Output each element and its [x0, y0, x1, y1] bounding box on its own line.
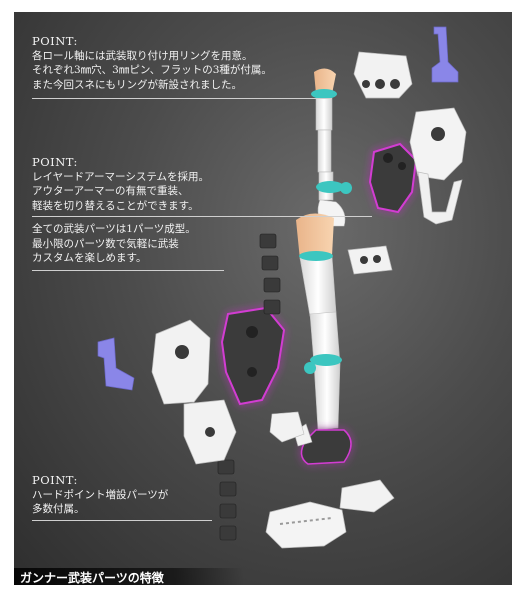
- white-leg-armor-right: [347, 107, 467, 275]
- callout-line: ハードポイント増設パーツが: [32, 488, 169, 501]
- white-armor-top: [353, 26, 459, 99]
- leader-line: [32, 216, 372, 217]
- callout-line: また今回スネにもリングが新設されました。: [32, 78, 242, 91]
- callout-line: レイヤードアーマーシステムを採用。: [32, 170, 210, 183]
- callout-line: 各ロール軸には武装取り付け用リングを用意。: [32, 49, 253, 62]
- caption-background: [14, 568, 244, 585]
- leader-line: [32, 270, 224, 271]
- upper-arm: [311, 68, 352, 227]
- caption-bar: ガンナー武装パーツの特徴: [14, 568, 512, 585]
- white-track-parts: [265, 479, 395, 549]
- leader-line: [32, 98, 332, 99]
- highlighted-shoulder-armor: [368, 142, 418, 214]
- product-illustration: [97, 26, 467, 549]
- callout-hardpoints: POINT: ハードポイント増設パーツが 多数付属。: [32, 473, 168, 517]
- callout-layered-armor: POINT: レイヤードアーマーシステムを採用。 アウターアーマーの有無で重装、…: [32, 155, 209, 213]
- caption-text: ガンナー武装パーツの特徴: [20, 571, 164, 585]
- callout-line: 最小限のパーツ数で気軽に武装: [32, 237, 179, 250]
- callout-line: アウターアーマーの有無で重装、: [32, 185, 189, 197]
- callout-point-label: POINT:: [32, 34, 78, 48]
- leg: [293, 213, 352, 465]
- callout-line: それぞれ3㎜穴、3㎜ピン、フラットの3種が付属。: [32, 64, 272, 76]
- dark-hardpoint-parts: [217, 233, 281, 541]
- white-armor-left: [97, 319, 305, 465]
- callout-point-label: POINT:: [32, 473, 78, 487]
- callout-roll-rings: POINT: 各ロール軸には武装取り付け用リングを用意。 それぞれ3㎜穴、3㎜ピ…: [32, 34, 272, 92]
- callout-line: 軽装を切り替えることができます。: [32, 199, 199, 212]
- highlighted-center-armor: [220, 306, 286, 406]
- callout-single-part: 全ての武装パーツは1パーツ成型。 最小限のパーツ数で気軽に武装 カスタムを楽しめ…: [32, 222, 196, 266]
- callout-line: カスタムを楽しめます。: [32, 252, 147, 264]
- callout-line: 全ての武装パーツは1パーツ成型。: [32, 223, 196, 235]
- callout-point-label: POINT:: [32, 155, 78, 169]
- product-panel: POINT: 各ロール軸には武装取り付け用リングを用意。 それぞれ3㎜穴、3㎜ピ…: [14, 12, 512, 585]
- callout-line: 多数付属。: [32, 503, 85, 515]
- leader-line: [32, 520, 212, 521]
